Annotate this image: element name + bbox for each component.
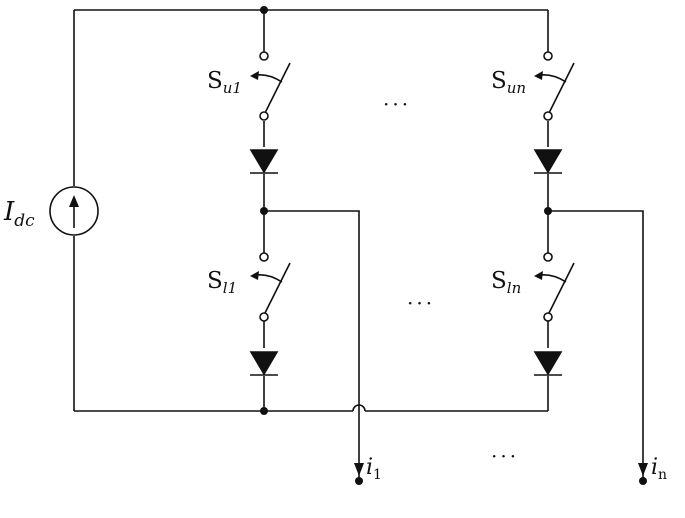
switch-l1-label: Sl1 xyxy=(207,268,238,297)
output-wire-1 xyxy=(264,210,360,480)
switch-l1-blade xyxy=(263,262,291,316)
switch-un-label: Sun xyxy=(491,68,527,97)
switch-u1-arrowhead xyxy=(250,71,259,80)
switch-ln-blade xyxy=(547,262,575,316)
diode-un xyxy=(533,149,563,174)
ellipsis-outputs: ··· xyxy=(491,444,520,468)
switch-u1-contact-bottom xyxy=(259,111,269,121)
switch-u1-label: Su1 xyxy=(207,68,242,97)
output-current-1-label: i1 xyxy=(366,455,382,483)
switch-un-arrowhead xyxy=(534,71,543,80)
switch-ln-arrowhead xyxy=(534,271,543,280)
junction-bottom-leg1 xyxy=(260,407,268,415)
junction-mid-leg1 xyxy=(260,207,268,215)
output-arrow-1 xyxy=(354,463,364,476)
switch-ln-label: Sln xyxy=(491,268,522,297)
output-arrow-n xyxy=(638,463,648,476)
ellipsis-lower: ··· xyxy=(407,291,436,315)
switch-l1-contact-bottom xyxy=(259,312,269,322)
switch-u1-contact-top xyxy=(259,51,269,61)
switch-l1-contact-top xyxy=(259,252,269,262)
switch-un-contact-top xyxy=(543,51,553,61)
switch-un-contact-bottom xyxy=(543,111,553,121)
diode-ln xyxy=(533,351,563,376)
diode-l1 xyxy=(249,351,279,376)
output-wire-n xyxy=(548,210,644,480)
junction-mid-legn xyxy=(544,207,552,215)
ellipsis-upper: ··· xyxy=(383,92,412,116)
switch-l1-arrowhead xyxy=(250,271,259,280)
switch-u1-blade xyxy=(263,62,291,116)
switch-ln-contact-top xyxy=(543,252,553,262)
switch-ln-contact-bottom xyxy=(543,312,553,322)
current-source-label: Idc xyxy=(4,197,35,231)
output-terminal-1 xyxy=(355,477,363,485)
switch-un-blade xyxy=(547,62,575,116)
output-current-n-label: in xyxy=(651,455,668,483)
diode-u1 xyxy=(249,149,279,174)
junction-top-leg1 xyxy=(260,6,268,14)
output-terminal-n xyxy=(639,477,647,485)
current-source-arrowhead xyxy=(69,195,79,207)
